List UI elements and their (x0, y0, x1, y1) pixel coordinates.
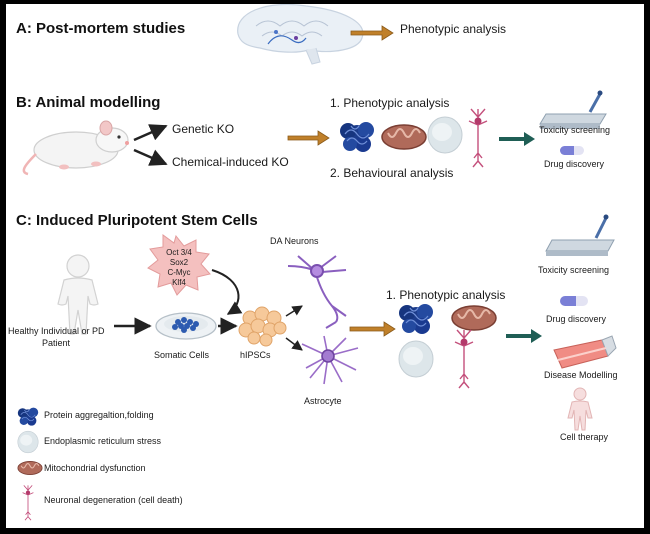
astrocyte-label: Astrocyte (304, 396, 342, 406)
b-er-cell-icon (427, 116, 463, 154)
human-figure-illustration (57, 254, 99, 335)
c-mitochondria-icon (451, 305, 497, 331)
da-neuron-illustration (287, 255, 347, 329)
disease-modelling-label: Disease Modelling (544, 370, 618, 380)
chemical-ko-label: Chemical-induced KO (172, 155, 289, 169)
legend-mito-icon (17, 460, 43, 476)
b-toxicity-label: Toxicity screening (539, 125, 611, 135)
b-capsule-icon (560, 146, 584, 155)
section-c-title: C: Induced Pluripotent Stem Cells (16, 212, 258, 229)
arrow-hipsc-da (285, 305, 303, 317)
c-well-plate-icon (545, 214, 615, 256)
cell-therapy-figure (567, 387, 593, 431)
legend-er-icon (17, 430, 39, 454)
b-drug-label: Drug discovery (544, 159, 605, 169)
diagram-canvas: A: Post-mortem studies Phenotypic analys… (6, 4, 644, 528)
b-phenotypic-label: 1. Phenotypic analysis (330, 96, 450, 110)
legend-er-label: Endoplasmic reticulum stress (44, 436, 162, 446)
b-well-plate-icon (539, 90, 607, 129)
b-behavioural-label: 2. Behavioural analysis (330, 166, 454, 180)
somatic-label: Somatic Cells (154, 350, 210, 360)
hipsc-cluster (238, 306, 287, 347)
c-toxicity-label: Toxicity screening (538, 265, 610, 275)
somatic-cells-dish (155, 312, 217, 340)
mouse-illustration (22, 120, 129, 176)
legend-mito-label: Mitochondrial dysfunction (44, 463, 146, 473)
genetic-ko-label: Genetic KO (172, 122, 235, 136)
factor-sox2: Sox2 (169, 258, 189, 267)
reprogramming-factors-star (147, 234, 211, 296)
arrow-c-orange (349, 321, 396, 337)
arrow-b-orange (287, 130, 330, 146)
c-phenotypic-label: 1. Phenotypic analysis (386, 288, 506, 302)
patient-label-line2: Patient (42, 338, 71, 348)
legend-neuron-icon (22, 484, 34, 521)
arrow-chemical (133, 148, 168, 166)
c-er-cell-icon (398, 340, 434, 378)
culture-flask-icon (553, 335, 617, 369)
factor-klf4: Klf4 (172, 278, 186, 287)
brain-illustration (237, 4, 364, 65)
arrow-hipsc-astro (285, 337, 303, 351)
arrow-genetic (133, 124, 168, 142)
cell-therapy-label: Cell therapy (560, 432, 609, 442)
b-mitochondria-icon (381, 124, 427, 150)
arrow-c-teal (506, 329, 542, 343)
arrow-star-curve (211, 269, 243, 315)
c-drug-label: Drug discovery (546, 314, 607, 324)
arrow-b-teal (499, 132, 535, 146)
arrow-a (350, 25, 394, 41)
legend-protein-label: Protein aggregaltion,folding (44, 410, 154, 420)
section-a-result: Phenotypic analysis (400, 22, 507, 36)
section-a-title: A: Post-mortem studies (16, 20, 186, 37)
factor-cmyc: C-Myc (167, 268, 191, 277)
section-b-title: B: Animal modelling (16, 94, 161, 111)
patient-label: Healthy Individual or PD (8, 326, 105, 336)
factor-oct: Oct 3/4 (166, 248, 192, 257)
hipsc-label: hIPSCs (240, 350, 271, 360)
legend-protein-icon (17, 407, 39, 426)
legend-neuron-label: Neuronal degeneration (cell death) (44, 495, 183, 505)
reprogramming-factors: Oct 3/4 Sox2 C-Myc Klf4 (157, 248, 201, 288)
b-protein-aggregate-icon (339, 121, 375, 153)
c-capsule-icon (560, 296, 588, 306)
c-protein-aggregate-icon (398, 303, 434, 335)
b-neuron-icon (468, 108, 488, 168)
astrocyte-illustration (301, 335, 359, 385)
diagram-graphics (17, 4, 617, 521)
da-neurons-label: DA Neurons (270, 236, 319, 246)
c-neuron-icon (454, 329, 474, 389)
